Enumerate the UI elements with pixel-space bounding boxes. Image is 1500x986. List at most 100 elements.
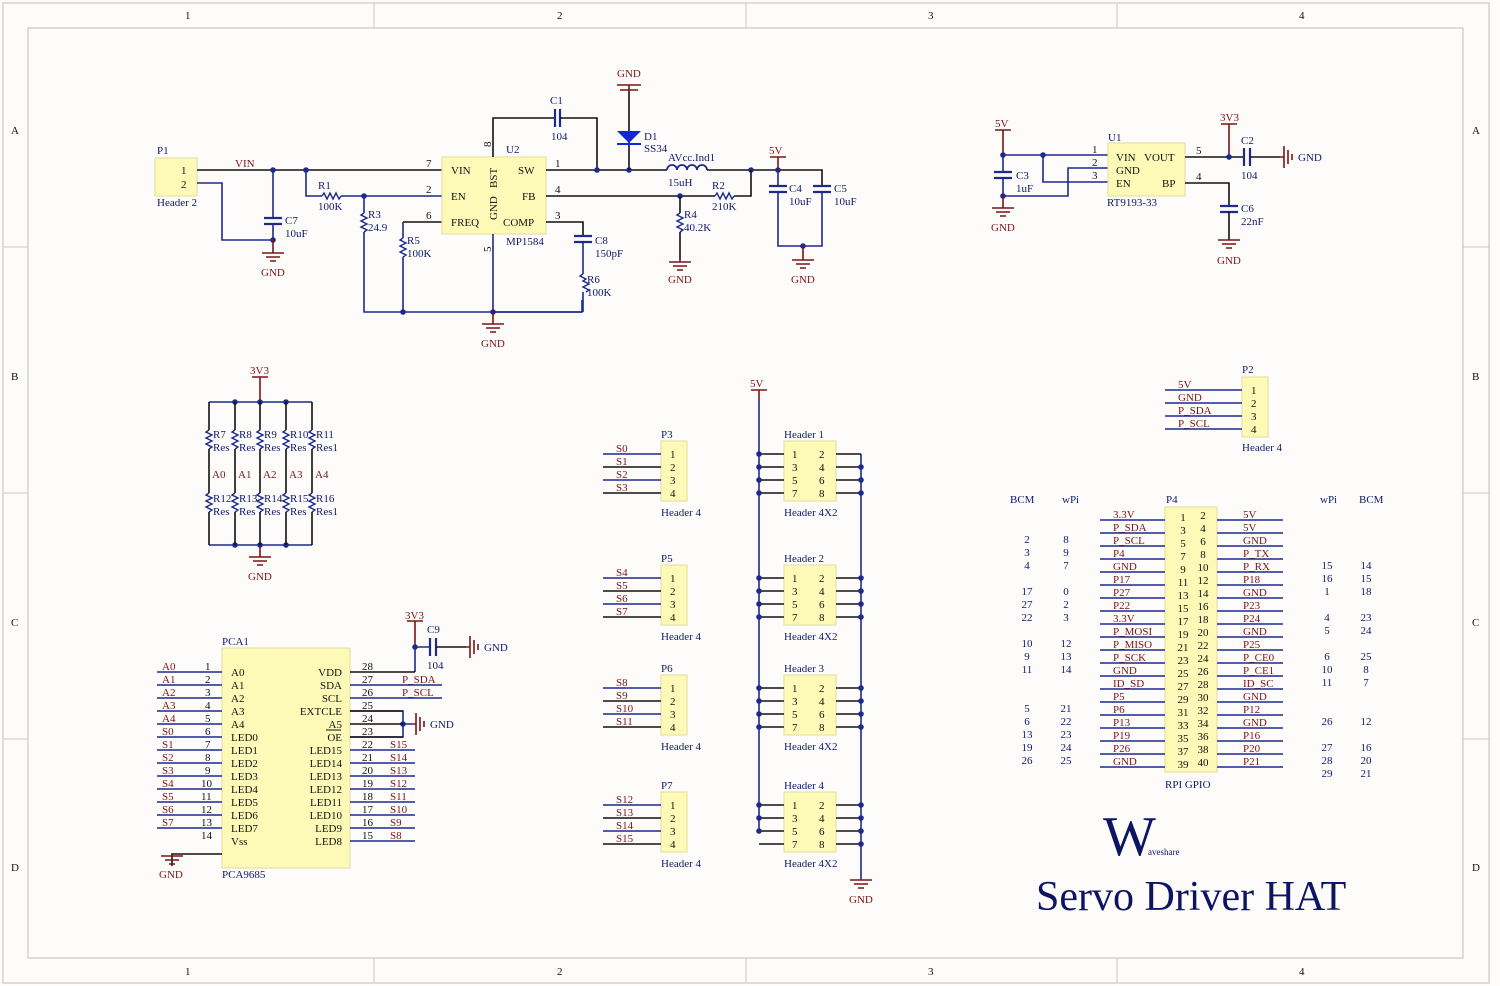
power-header-pin: 8 (819, 612, 825, 624)
servo-header-pin: 3 (670, 709, 676, 721)
column-label-top: 2 (557, 10, 563, 22)
power-header-pin: 3 (792, 586, 798, 598)
power-header-pin: 1 (792, 449, 798, 461)
servo-header-ref: P6 (661, 663, 673, 675)
inductor-value: 15uH (668, 177, 693, 189)
power-header-ref: Header 2 (784, 553, 824, 565)
gpio-bcm-right: 18 (1361, 586, 1373, 598)
gpio-wpi-left: 0 (1063, 586, 1069, 598)
servo-net-label: S8 (616, 677, 628, 689)
pca-left-net: A2 (162, 687, 175, 699)
gpio-bcm-left: 4 (1024, 560, 1030, 572)
address-net-label: A2 (263, 469, 276, 481)
gpio-bcm-left: 5 (1024, 703, 1030, 715)
gpio-left-net: P_MISO (1113, 639, 1152, 651)
p2-body (1241, 376, 1269, 438)
c5-ref: C5 (834, 183, 847, 195)
gpio-left-net: P_SDA (1113, 522, 1147, 534)
gpio-wpi-left: 12 (1061, 638, 1072, 650)
power-header-ref: Header 1 (784, 429, 824, 441)
5v-label: 5V (769, 145, 783, 157)
pca-right-pinnum: 26 (362, 687, 374, 699)
gpio-left-net: P26 (1113, 743, 1131, 755)
power-header-pin: 3 (792, 696, 798, 708)
gpio-bcm-right: 7 (1363, 677, 1369, 689)
pca-right-pinnum: 28 (362, 661, 374, 673)
pca-left-pinname: LED6 (231, 810, 258, 822)
gpio-left-net: P_MOSI (1113, 626, 1152, 638)
gpio-pin-even: 28 (1198, 679, 1210, 691)
pca-right-pinname: A5 (329, 719, 343, 731)
servo-net-label: S10 (616, 703, 634, 715)
gpio-wpi-right: 6 (1324, 651, 1330, 663)
pca-right-net: S8 (390, 830, 402, 842)
u2-pinnum-5: 5 (482, 246, 494, 252)
gpio-wpi-right: 27 (1322, 742, 1334, 754)
c9-ref: C9 (427, 624, 440, 636)
d1-value: SS34 (644, 143, 668, 155)
power-header-pin: 1 (792, 573, 798, 585)
r3-value: 24.9 (368, 222, 388, 234)
power-header-pin: 6 (819, 475, 825, 487)
gpio-wpi-left: 13 (1061, 651, 1073, 663)
p2-net-label: P_SDA (1178, 405, 1212, 417)
servo-net-label: S5 (616, 580, 628, 592)
servo-net-label: S12 (616, 794, 633, 806)
d1-ref: D1 (644, 131, 657, 143)
row-label-left: A (11, 125, 19, 137)
pca-right-pinname: SCL (322, 693, 342, 705)
u1-pinnum-2: 2 (1092, 157, 1098, 169)
gpio-pin-odd: 37 (1178, 746, 1190, 758)
address-net-label: A1 (238, 469, 251, 481)
address-net-label: A4 (315, 469, 329, 481)
resistor-value: Res (290, 442, 307, 454)
pca-left-pinname: A3 (231, 706, 245, 718)
gpio-right-net: P12 (1243, 704, 1260, 716)
pca-left-net: S6 (162, 804, 174, 816)
pca-right-net: S12 (390, 778, 407, 790)
gpio-left-net: P6 (1113, 704, 1125, 716)
gnd-label: GND (668, 274, 692, 286)
c7-value: 10uF (285, 228, 308, 240)
power-header-pin: 2 (819, 683, 825, 695)
power-header-body (783, 564, 837, 626)
gpio-left-net: GND (1113, 665, 1137, 677)
gnd-label: GND (617, 68, 641, 80)
resistor-icon (255, 492, 265, 513)
gpio-left-net: 3.3V (1113, 509, 1135, 521)
pca-right-net: S13 (390, 765, 408, 777)
servo-header-body (660, 440, 688, 502)
u2-pinnum-3: 3 (555, 210, 561, 222)
vin-net-label: VIN (235, 158, 255, 170)
servo-header-pin: 1 (670, 573, 676, 585)
gpio-pin-odd: 3 (1180, 525, 1186, 537)
resistor-icon (307, 429, 317, 450)
gpio-right-net: GND (1243, 717, 1267, 729)
servo-header-body (660, 674, 688, 736)
u2-pin-en: EN (451, 191, 466, 203)
gpio-pin-odd: 11 (1178, 577, 1189, 589)
resistor-ref: R11 (316, 429, 334, 441)
inductor-icon (666, 164, 708, 171)
gpio-bcm-left: 3 (1024, 547, 1030, 559)
r5-value: 100K (407, 248, 432, 260)
gpio-bcm-right: 20 (1361, 755, 1373, 767)
resistor-value: Res1 (316, 442, 338, 454)
gpio-bcm-right: 8 (1363, 664, 1369, 676)
pca-left-net: S2 (162, 752, 174, 764)
gpio-pin-odd: 13 (1178, 590, 1190, 602)
c4-value: 10uF (789, 196, 812, 208)
pca-right-pinnum: 20 (362, 765, 374, 777)
servo-header-ref: P3 (661, 429, 673, 441)
gpio-pin-odd: 17 (1178, 616, 1190, 628)
pca-left-pinnum: 1 (205, 661, 211, 673)
servo-net-label: S9 (616, 690, 628, 702)
gpio-left-net: P_SCL (1113, 535, 1145, 547)
gpio-pin-odd: 39 (1178, 759, 1190, 771)
gpio-bcm-left: 9 (1024, 651, 1030, 663)
pca-left-pinname: A2 (231, 693, 244, 705)
u1-pinnum-3: 3 (1092, 170, 1098, 182)
pca-left-pinname: A4 (231, 719, 245, 731)
